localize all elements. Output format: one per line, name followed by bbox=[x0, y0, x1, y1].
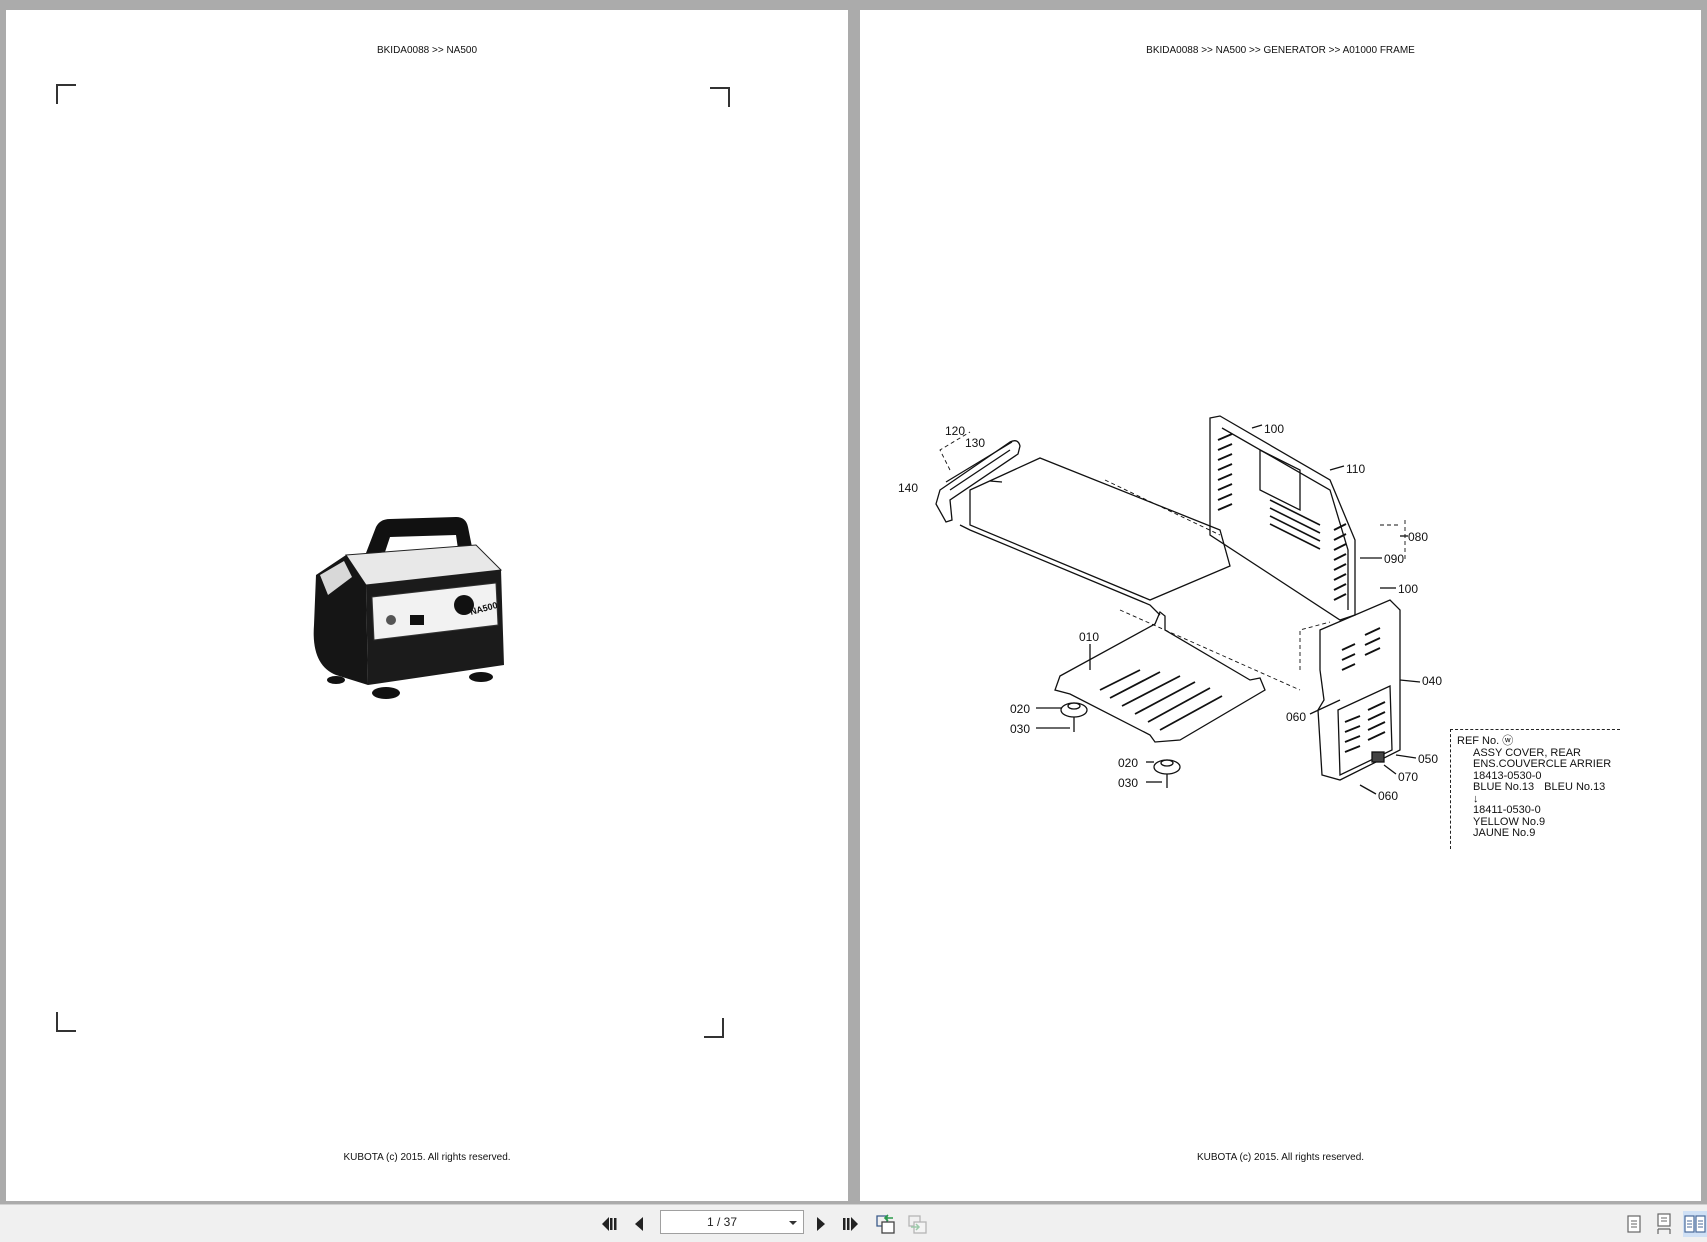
previous-page-icon bbox=[635, 1217, 643, 1231]
go-back-view-icon bbox=[876, 1214, 895, 1234]
dropdown-arrow-icon bbox=[789, 1221, 797, 1225]
ref-line-2: ENS.COUVERCLE ARRIER bbox=[1473, 758, 1612, 770]
single-page-view-icon bbox=[1627, 1215, 1641, 1233]
ref-line-7: JAUNE No.9 bbox=[1473, 827, 1536, 839]
reference-note-box: REF No. ⓦ ASSY COVER, REAR ENS.COUVERCLE… bbox=[1450, 729, 1620, 849]
last-page-button[interactable] bbox=[840, 1213, 862, 1235]
callout-050: 050 bbox=[1418, 752, 1439, 766]
first-page-button[interactable] bbox=[598, 1213, 620, 1235]
generator-photo: NA500 bbox=[313, 517, 504, 699]
callout-100-right: 100 bbox=[1398, 582, 1419, 596]
document-viewport[interactable]: BKIDA0088 >> NA500 NA500 KUBOTA (c) 201 bbox=[0, 0, 1707, 1204]
page-number-select[interactable]: 1 / 37 bbox=[660, 1210, 804, 1234]
page-right: BKIDA0088 >> NA500 >> GENERATOR >> A0100… bbox=[860, 10, 1701, 1201]
ref-line-4a: BLUE No.13 bbox=[1473, 781, 1535, 793]
callout-110: 110 bbox=[1346, 462, 1366, 476]
ref-line-6: YELLOW No.9 bbox=[1473, 815, 1546, 828]
previous-page-button[interactable] bbox=[628, 1213, 650, 1235]
go-back-view-button[interactable] bbox=[875, 1213, 897, 1235]
single-page-view-button[interactable] bbox=[1622, 1211, 1646, 1237]
callout-100-top: 100 bbox=[1264, 422, 1285, 436]
callout-030-center: 030 bbox=[1118, 776, 1139, 790]
ref-line-5: 18411-0530-0 bbox=[1473, 804, 1541, 816]
first-page-icon bbox=[602, 1217, 617, 1231]
last-page-icon bbox=[843, 1217, 858, 1231]
ref-arrow: ↓ bbox=[1473, 792, 1479, 805]
page-header: BKIDA0088 >> NA500 bbox=[376, 45, 478, 56]
callout-070: 070 bbox=[1398, 770, 1419, 784]
go-forward-view-button[interactable] bbox=[907, 1213, 929, 1235]
go-forward-view-icon bbox=[908, 1215, 927, 1234]
continuous-view-icon bbox=[1657, 1213, 1671, 1234]
next-page-icon bbox=[817, 1217, 825, 1231]
crop-mark-bottom-right bbox=[704, 1018, 724, 1038]
facing-pages-view-icon bbox=[1684, 1215, 1706, 1233]
page-footer: KUBOTA (c) 2015. All rights reserved. bbox=[1196, 1152, 1365, 1163]
callout-090: 090 bbox=[1384, 552, 1405, 566]
callout-120: 120 bbox=[945, 424, 966, 438]
ref-line-3: 18413-0530-0 bbox=[1473, 769, 1542, 782]
callout-060-lower: 060 bbox=[1378, 789, 1399, 803]
navigation-toolbar: 1 / 37 bbox=[0, 1204, 1707, 1242]
callout-060-upper: 060 bbox=[1286, 710, 1307, 724]
frame-exploded-diagram bbox=[935, 415, 1421, 795]
ref-title: REF No. ⓦ bbox=[1457, 735, 1514, 747]
page-indicator: 1 / 37 bbox=[706, 1215, 738, 1229]
callout-130: 130 bbox=[965, 436, 986, 450]
callout-080: 080 bbox=[1408, 530, 1429, 544]
page-footer: KUBOTA (c) 2015. All rights reserved. bbox=[343, 1152, 511, 1163]
next-page-button[interactable] bbox=[810, 1213, 832, 1235]
crop-mark-top-left bbox=[56, 84, 76, 104]
page-left: BKIDA0088 >> NA500 NA500 KUBOTA (c) 201 bbox=[6, 10, 848, 1201]
callout-020-left: 020 bbox=[1010, 702, 1031, 716]
page-header-breadcrumb: BKIDA0088 >> NA500 >> GENERATOR >> A0100… bbox=[1146, 45, 1415, 56]
ref-line-4b: BLEU No.13 bbox=[1544, 781, 1606, 793]
ref-line-4: BLUE No.13 BLEU No.13 bbox=[1457, 781, 1620, 794]
facing-pages-view-button[interactable] bbox=[1683, 1211, 1707, 1237]
ref-line-1: ASSY COVER, REAR bbox=[1473, 746, 1581, 759]
callout-140: 140 bbox=[898, 481, 919, 495]
callout-020-center: 020 bbox=[1118, 756, 1139, 770]
continuous-view-button[interactable] bbox=[1652, 1211, 1676, 1237]
callout-030-left: 030 bbox=[1010, 722, 1031, 736]
callout-040: 040 bbox=[1422, 674, 1443, 688]
crop-mark-bottom-left bbox=[56, 1012, 76, 1032]
crop-mark-top-right bbox=[710, 87, 730, 107]
callout-010: 010 bbox=[1079, 630, 1100, 644]
